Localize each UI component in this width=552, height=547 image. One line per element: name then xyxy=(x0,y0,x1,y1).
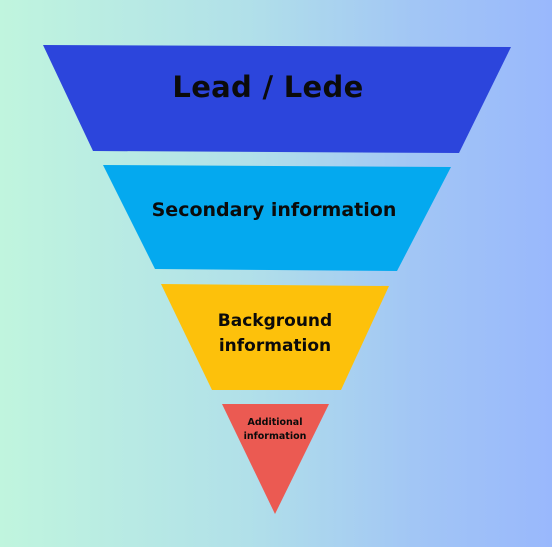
layer-background-shape xyxy=(161,284,389,390)
layer-secondary-label: Secondary information xyxy=(151,199,397,221)
layer-lead-label: Lead / Lede xyxy=(172,70,364,104)
layer-additional-shape xyxy=(222,404,329,514)
layer-secondary-shape xyxy=(103,165,451,271)
layer-lead-shape xyxy=(43,45,511,153)
layer-additional-label: Additional information xyxy=(243,417,307,442)
layer-background-label: Background information xyxy=(217,311,333,356)
